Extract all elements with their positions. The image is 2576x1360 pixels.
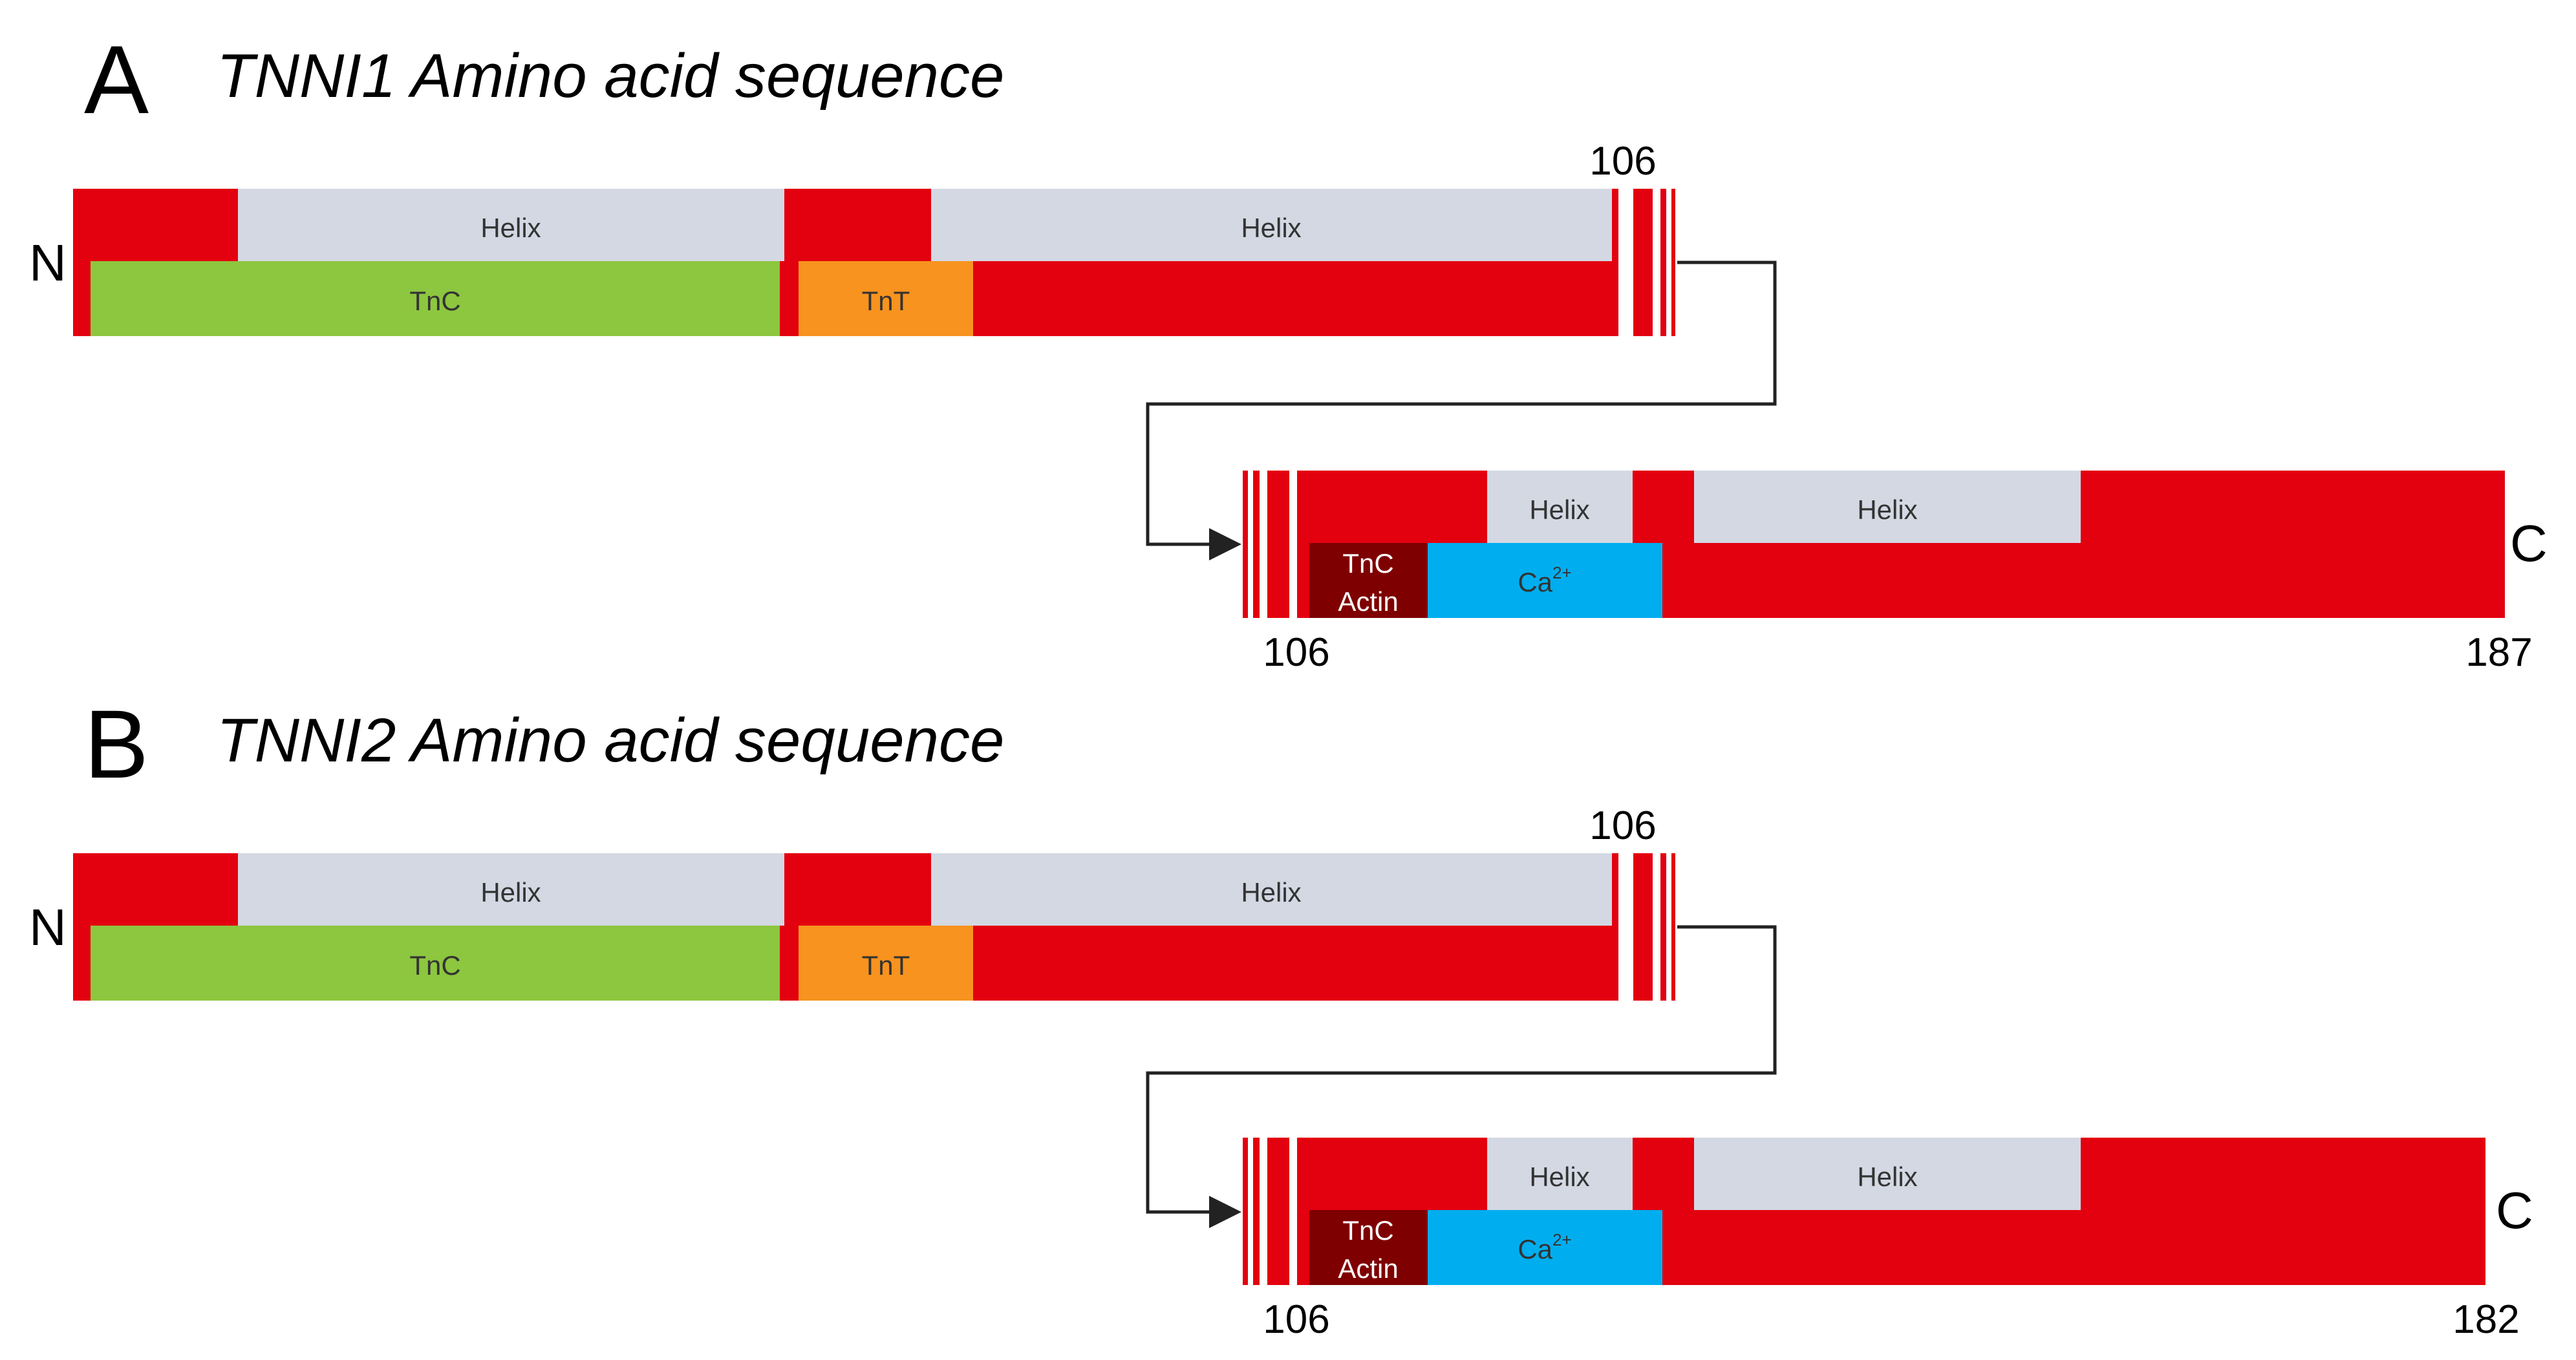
tnt-label: TnT [862, 950, 910, 981]
helix-region [238, 853, 784, 926]
sequence-bar-residues-106-187: Helix Helix TnC Actin Ca2+ [1243, 471, 2505, 618]
tnc-actin-binding-region [1309, 543, 1428, 618]
c-terminus-label: C [2496, 1182, 2533, 1239]
calcium-charge: 2+ [1552, 563, 1572, 582]
break-stripe [1660, 853, 1666, 1001]
tnc-binding-region [91, 261, 780, 336]
break-stripe [1660, 189, 1666, 336]
break-stripe [1633, 853, 1653, 1001]
residue-label-106-bottom: 106 [1263, 1297, 1329, 1342]
continuation-connector [1146, 260, 1777, 560]
break-gap [1260, 1138, 1267, 1285]
calcium-label-text: Ca [1518, 1234, 1552, 1264]
helix-label: Helix [480, 213, 541, 243]
helix-region [931, 853, 1612, 926]
panel-letter: B [84, 690, 149, 798]
tnc-actin-label-line1: TnC [1342, 548, 1393, 579]
helix-label: Helix [1857, 1162, 1917, 1192]
tnc-label: TnC [409, 286, 460, 316]
break-gap [1248, 471, 1253, 618]
c-terminus-label: C [2510, 515, 2548, 572]
residue-label-end: 182 [2453, 1297, 2519, 1342]
break-gap [1289, 1138, 1297, 1285]
calcium-label: Ca2+ [1518, 563, 1571, 597]
sequence-bar-residues-106-182: Helix Helix TnC Actin Ca2+ [1243, 1138, 2485, 1285]
calcium-label-text: Ca [1518, 567, 1552, 597]
helix-label: Helix [1857, 494, 1917, 525]
continuation-connector [1146, 925, 1777, 1228]
break-gap [1622, 189, 1633, 336]
break-gap [1622, 853, 1633, 1001]
n-terminus-label: N [29, 234, 67, 292]
n-terminus-label: N [29, 898, 67, 956]
residue-label-106-bottom: 106 [1263, 630, 1329, 675]
panel-b: B TNNI2 Amino acid sequence Helix Helix … [29, 690, 2533, 1342]
break-gap [1666, 853, 1671, 1001]
tnc-actin-binding-region [1309, 1210, 1428, 1285]
helix-region [1694, 471, 2081, 543]
tnc-actin-label-line2: Actin [1338, 1253, 1398, 1284]
break-stripe [1243, 1138, 1248, 1285]
helix-label: Helix [1529, 1162, 1589, 1192]
sequence-bar-residues-1-106: Helix Helix TnC TnT [73, 189, 1675, 336]
break-stripe [1253, 1138, 1260, 1285]
helix-label: Helix [1241, 213, 1301, 243]
break-gap [1289, 471, 1297, 618]
helix-region [1487, 471, 1633, 543]
break-stripe [1633, 189, 1653, 336]
sequence-bar-residues-1-106: Helix Helix TnC TnT [73, 853, 1675, 1001]
tnt-binding-region [799, 261, 973, 336]
helix-label: Helix [480, 877, 541, 908]
residue-label-106-top: 106 [1589, 139, 1656, 184]
helix-label: Helix [1241, 877, 1301, 908]
calcium-binding-region [1428, 1210, 1662, 1285]
residue-label-106-top: 106 [1589, 803, 1656, 848]
calcium-label: Ca2+ [1518, 1230, 1571, 1264]
panel-title: TNNI2 Amino acid sequence [217, 706, 1004, 775]
tnc-actin-label-line2: Actin [1338, 586, 1398, 617]
panel-letter: A [84, 25, 149, 134]
break-gap [1248, 1138, 1253, 1285]
break-stripe [1671, 189, 1675, 336]
panel-title: TNNI1 Amino acid sequence [217, 41, 1004, 111]
helix-region [238, 189, 784, 261]
break-stripe [1267, 471, 1289, 618]
helix-label: Helix [1529, 494, 1589, 525]
break-gap [1260, 471, 1267, 618]
tnc-label: TnC [409, 950, 460, 981]
break-stripe [1267, 1138, 1289, 1285]
break-gap [1653, 189, 1660, 336]
tnc-actin-label-line1: TnC [1342, 1215, 1393, 1246]
helix-region [1694, 1138, 2081, 1210]
panel-a: A TNNI1 Amino acid sequence Helix Helix … [29, 25, 2548, 675]
tnt-label: TnT [862, 286, 910, 316]
calcium-charge: 2+ [1552, 1230, 1572, 1249]
residue-label-end: 187 [2465, 630, 2532, 675]
break-stripe [1253, 471, 1260, 618]
break-gap [1666, 189, 1671, 336]
break-gap [1653, 853, 1660, 1001]
tnc-binding-region [91, 926, 780, 1001]
helix-region [1487, 1138, 1633, 1210]
break-stripe [1243, 471, 1248, 618]
helix-region [931, 189, 1612, 261]
calcium-binding-region [1428, 543, 1662, 618]
tnt-binding-region [799, 926, 973, 1001]
break-stripe [1671, 853, 1675, 1001]
